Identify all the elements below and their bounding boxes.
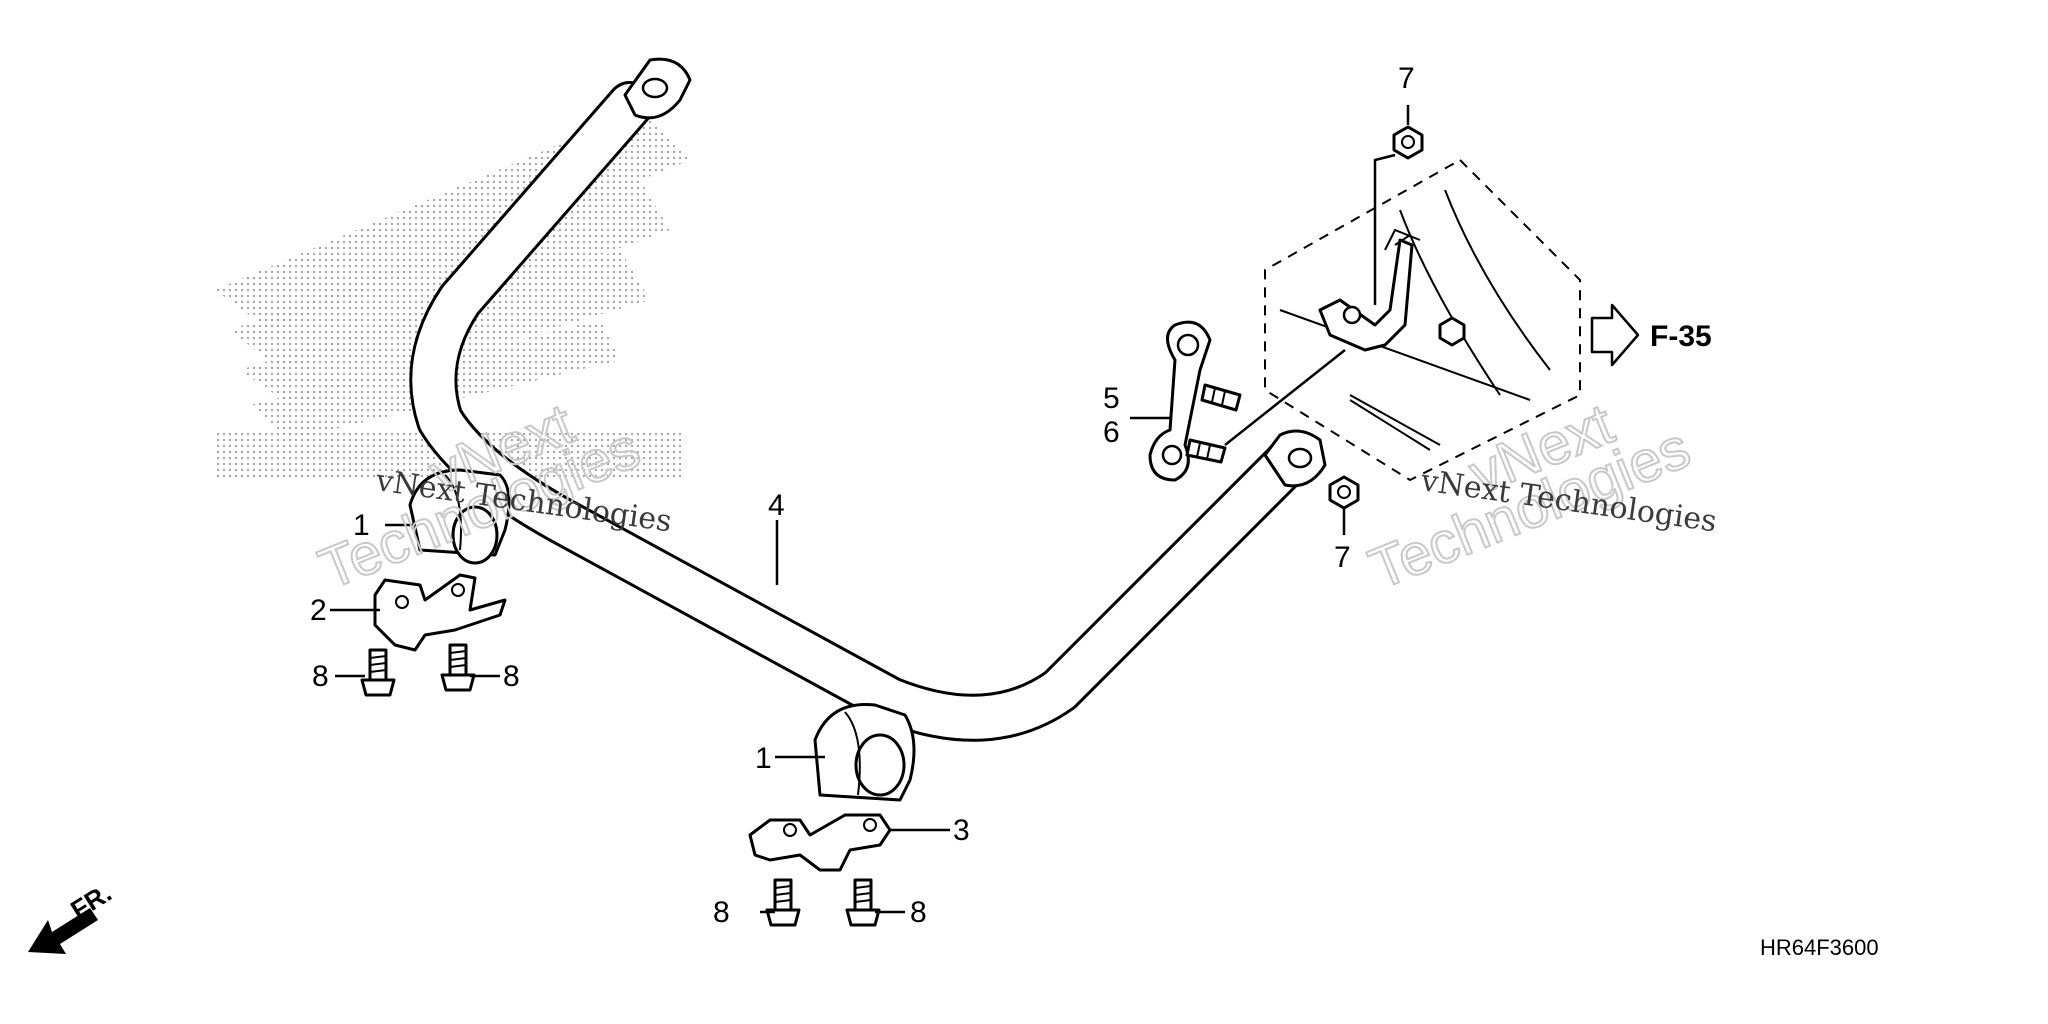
front-direction-arrow: FR. [28,877,117,954]
nut-bottom [1328,475,1360,510]
callout-6: 6 [1103,416,1120,449]
callout-5: 5 [1103,382,1120,415]
bushing-center [813,702,916,802]
frame-contour [1279,189,1551,451]
front-label: FR. [65,877,116,925]
bolt-left-b [440,643,476,692]
bushing-left [408,468,511,565]
watermark-right: vNext Technologies vNext Technologies [1360,390,1719,603]
diagram-code: HR64F3600 [1760,935,1879,960]
callout-1-center: 1 [755,742,772,775]
callout-7-top: 7 [1398,62,1415,95]
reference-label: F-35 [1650,320,1712,353]
callout-4: 4 [768,489,785,522]
callout-1-left: 1 [353,509,370,542]
callout-2: 2 [310,594,327,627]
nut-top [1392,125,1424,160]
bolt-left-a [360,648,396,697]
callout-3: 3 [953,814,970,847]
stabilizer-link [1148,320,1242,482]
bar-end-top [623,57,692,120]
bar-end-right [1263,429,1327,488]
callout-8-left-b: 8 [503,660,520,693]
callout-8-center-a: 8 [713,896,730,929]
reference-arrow: F-35 [1590,303,1712,367]
callout-8-center-b: 8 [910,896,927,929]
bracket-left [373,573,507,652]
bracket-center [748,813,892,872]
bolt-center-b [845,878,881,927]
callout-7-bottom: 7 [1334,541,1351,574]
detail-area-outline [1264,158,1581,482]
leader-lines [330,105,1410,914]
frame-bracket [1318,228,1466,352]
bolt-center-a [765,878,801,927]
callouts: 1 2 8 8 4 1 3 8 8 5 6 7 7 [310,62,1415,929]
callout-8-left-a: 8 [312,660,329,693]
